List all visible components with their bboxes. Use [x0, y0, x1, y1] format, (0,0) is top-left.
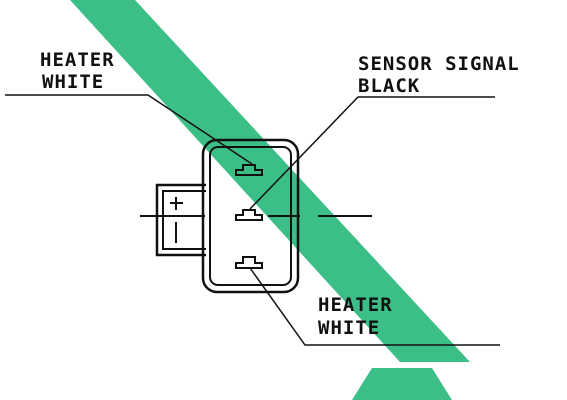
pin-heater-top — [235, 164, 263, 176]
watermark: Lucas — [70, 0, 470, 400]
label-heater-top-line1: HEATER — [40, 49, 115, 71]
label-sensor-signal-line1: SENSOR SIGNAL — [358, 53, 520, 75]
watermark-corner — [352, 368, 452, 400]
leader-heater-bottom — [249, 267, 500, 346]
watermark-stripe — [70, 0, 470, 362]
label-heater-bottom-line1: HEATER — [318, 294, 393, 316]
pin-heater-bottom — [235, 256, 263, 269]
connector-body — [155, 138, 300, 294]
label-heater-top-line2: WHITE — [42, 71, 104, 93]
pin-sensor-signal — [235, 209, 263, 221]
leader-sensor-signal — [249, 96, 495, 210]
leader-heater-top — [5, 94, 253, 165]
label-sensor-signal-line2: BLACK — [358, 75, 420, 97]
label-heater-bottom-line2: WHITE — [318, 317, 380, 339]
